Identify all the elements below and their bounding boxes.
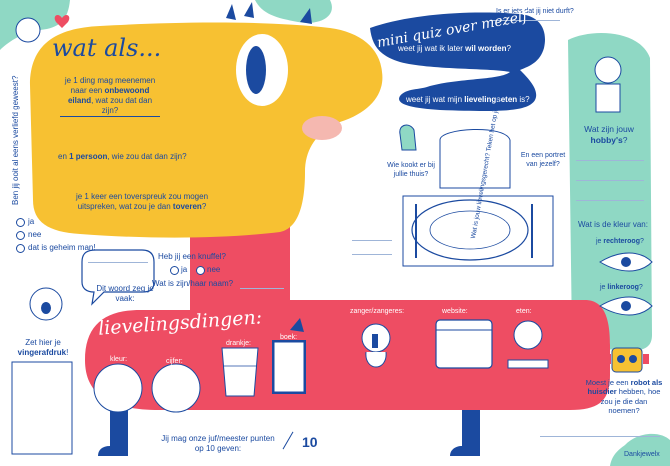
lievelings-zanger: zanger/zangeres: xyxy=(350,308,405,315)
portrait-frame xyxy=(439,129,511,189)
mini-quiz-q2: weet jij wat mijn lievelingseten is? xyxy=(406,95,530,104)
girl-figure xyxy=(15,17,41,43)
radio-knuffel-nee[interactable] xyxy=(196,266,205,275)
placemat xyxy=(402,195,554,267)
kleur-circle xyxy=(93,363,143,413)
option-geheim: dat is geheim man! xyxy=(28,243,96,252)
plate xyxy=(411,199,529,261)
eater-head xyxy=(513,320,543,350)
lievelings-cijfer: cijfer: xyxy=(166,358,183,365)
foot-left xyxy=(98,446,128,456)
wat-als-q1: je 1 ding mag meenemen naar een onbewoon… xyxy=(64,76,156,115)
yellow-head xyxy=(30,22,383,238)
knuffel-nee: nee xyxy=(207,265,221,274)
lievelings-drankje: drankje: xyxy=(226,340,251,347)
spike xyxy=(300,8,312,24)
vertical-question: Ben jij ooit al eens verliefd geweest? xyxy=(11,75,20,205)
leg-right xyxy=(462,410,480,450)
spike xyxy=(290,318,304,332)
cheek xyxy=(302,116,342,140)
lievelings-boek: boek: xyxy=(280,334,298,341)
glass-drawing xyxy=(221,347,259,397)
who-cooks: Wie kookt er bij jullie thuis? xyxy=(387,162,435,178)
option-nee: nee xyxy=(28,230,42,239)
robot xyxy=(611,347,643,373)
wat-als-q2: en 1 persoon, wie zou dat dan zijn? xyxy=(58,152,187,161)
hobby-figure xyxy=(594,56,622,84)
eye-left-label: je linkeroog? xyxy=(600,284,643,291)
top-question: Is er iets dat jij niet durft? xyxy=(496,8,574,15)
speech-label: Dit woord zeg je vaak: xyxy=(96,284,154,303)
eye-right-label: je rechteroog? xyxy=(596,238,644,245)
wat-als-title: wat als... xyxy=(52,34,162,62)
lievelings-eten: eten: xyxy=(516,308,532,315)
radio-nee[interactable] xyxy=(16,231,25,240)
website-screen xyxy=(435,319,493,369)
cijfer-circle xyxy=(151,363,201,413)
robot-question: Moest je een robot als huisdier hebben, … xyxy=(585,378,663,416)
portrait-question: En een portret van jezelf? xyxy=(520,152,566,168)
knuffel-ja: ja xyxy=(181,265,188,274)
fingerprint-box xyxy=(11,361,73,455)
foot-right xyxy=(450,446,480,456)
radio-geheim[interactable] xyxy=(16,244,25,253)
mini-quiz-q1: weet jij wat ik later wil worden? xyxy=(398,44,511,53)
wat-als-q3: je 1 keer een toverspreuk zou mogen uits… xyxy=(75,192,209,211)
option-ja: ja xyxy=(28,217,35,226)
radio-ja[interactable] xyxy=(16,218,25,227)
fingerprint-label: Zet hier je vingerafdruk! xyxy=(17,338,69,357)
knuffel-question: Heb jij een knuffel? xyxy=(158,252,226,261)
grade-label: Jij mag onze juf/meester punten op 10 ge… xyxy=(161,434,275,453)
leg-left xyxy=(110,410,128,450)
lievelings-kleur: kleur: xyxy=(110,356,128,363)
brand-name: Dankjewelx xyxy=(624,451,660,458)
eye-pupil xyxy=(246,46,266,94)
knuffel-name-question: Wat is zijn/haar naam? xyxy=(152,279,234,288)
eye-color-question: Wat is de kleur van: xyxy=(578,220,648,229)
spike xyxy=(244,2,254,18)
heart-icon xyxy=(54,15,70,28)
oven-mitt xyxy=(399,124,417,151)
lievelings-website: website: xyxy=(442,308,468,315)
speech-bubble xyxy=(81,249,155,306)
mint-blob-bottom-right xyxy=(610,433,670,466)
mint-blob-top xyxy=(255,0,332,23)
grade-denominator: 10 xyxy=(302,434,318,450)
spike xyxy=(226,4,236,20)
quiz-banner xyxy=(370,12,545,111)
radio-knuffel-ja[interactable] xyxy=(170,266,179,275)
hobbies-question: Wat zijn jouw hobby's? xyxy=(584,124,634,145)
